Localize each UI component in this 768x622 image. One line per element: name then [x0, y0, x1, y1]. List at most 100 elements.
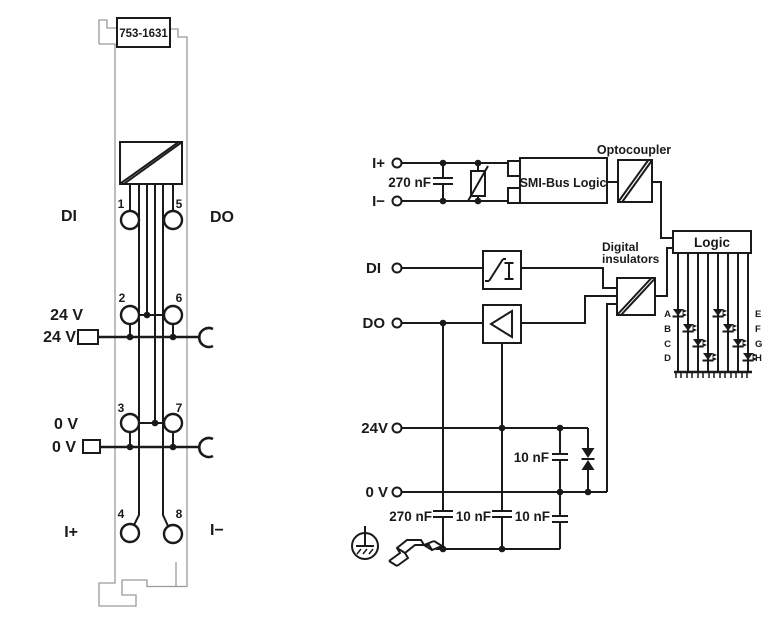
terminal-i-minus [391, 195, 403, 207]
label-sch-do: DO [363, 315, 386, 332]
led-e-icon [711, 308, 728, 318]
terminal-number-7: 7 [176, 401, 183, 415]
terminal-24v [391, 422, 403, 434]
terminal-5 [162, 209, 184, 231]
ramp-current-icon [485, 258, 514, 282]
terminal-number-3: 3 [118, 401, 125, 415]
label-sch-0v: 0 V [365, 484, 388, 501]
terminal-numbers: 1 5 2 6 3 7 4 8 [118, 197, 183, 521]
digital-insulators-block: Digital insulators [602, 240, 660, 316]
label-do: DO [210, 209, 234, 226]
part-number: 753-1631 [119, 28, 168, 40]
bus-0v-contact-arc [197, 436, 214, 459]
module-junction-dots [126, 311, 177, 451]
isolation-diagonal-2 [123, 141, 183, 185]
optocoupler-label: Optocoupler [597, 143, 671, 157]
functional-earth-icon [351, 526, 379, 560]
terminal-0v [391, 486, 403, 498]
terminal-6 [162, 304, 184, 326]
led-column-wires [677, 253, 749, 372]
di-filter-block [482, 250, 522, 290]
digital-insulators-label-2: insulators [602, 252, 660, 266]
label-i-plus: I+ [64, 524, 78, 541]
driver-triangle-icon [489, 309, 513, 339]
led-label-d: D [664, 353, 671, 364]
terminal-8 [162, 523, 184, 545]
led-b-icon [681, 323, 698, 333]
label-24v-bus: 24 V [43, 329, 76, 346]
label-cap-270nf-bottom: 270 nF [389, 509, 432, 524]
terminal-number-5: 5 [176, 197, 183, 211]
label-sch-di: DI [366, 260, 381, 277]
connector-0v [82, 439, 101, 454]
digital-insulators-label-1: Digital [602, 240, 639, 254]
terminal-7 [162, 412, 184, 434]
terminal-3 [119, 412, 141, 434]
terminal-i-plus [391, 157, 403, 169]
led-f-icon [721, 323, 738, 333]
terminal-number-2: 2 [119, 291, 126, 305]
led-symbols [671, 308, 758, 362]
terminal-do [391, 317, 403, 329]
din-rail-icon [388, 539, 443, 567]
label-0v-terminal: 0 V [54, 416, 78, 433]
tvs-diode [581, 448, 595, 470]
schematic-terminals [391, 157, 403, 498]
terminal-4 [119, 522, 141, 544]
terminal-number-1: 1 [118, 197, 125, 211]
terminal-1 [119, 209, 141, 231]
led-label-h: H [755, 353, 762, 364]
label-cap-10nf-mid: 10 nF [514, 450, 549, 465]
label-i-minus: I− [210, 522, 224, 539]
label-cap-10nf-bottom-2: 10 nF [515, 509, 550, 524]
led-letter-labels: A B C D E F G H [664, 309, 762, 364]
terminal-number-4: 4 [118, 507, 125, 521]
schematic-junction-dots [439, 159, 592, 553]
optocoupler-block: Optocoupler [597, 143, 671, 203]
led-label-g: G [755, 339, 762, 350]
connector-24v [77, 329, 99, 345]
label-cap-10nf-bottom-1: 10 nF [456, 509, 491, 524]
schematic-wires [402, 162, 673, 550]
terminal-number-8: 8 [176, 507, 183, 521]
led-a-icon [671, 308, 688, 318]
led-label-c: C [664, 339, 671, 350]
terminal-circles [119, 209, 184, 545]
label-0v-bus: 0 V [52, 439, 76, 456]
module-housing-outline [98, 28, 188, 607]
module-top-left-hook [98, 19, 117, 44]
led-d-icon [701, 352, 718, 362]
label-24v-terminal: 24 V [50, 307, 83, 324]
module-pictogram: 753-1631 [43, 17, 234, 607]
module-internal-wires [129, 184, 174, 527]
circuit-schematic: SMI-Bus Logic Optocoupler [351, 143, 762, 567]
bus-24v-contact-arc [197, 326, 214, 349]
schematic-labels: I+ I− DI DO 24V 0 V 270 nF 10 nF 270 nF … [361, 155, 550, 524]
power-jumper-buses [77, 326, 214, 459]
led-label-b: B [664, 324, 671, 335]
smi-bus-logic-block: SMI-Bus Logic [507, 157, 608, 204]
terminal-di [391, 262, 403, 274]
label-sch-i-plus: I+ [372, 155, 385, 172]
module-labels: DI DO 24 V 24 V 0 V 0 V I+ I− [43, 208, 234, 541]
label-di: DI [61, 208, 77, 225]
part-number-plate [116, 17, 171, 48]
logic-block: Logic [664, 230, 762, 378]
led-label-f: F [755, 324, 761, 335]
terminal-number-6: 6 [176, 291, 183, 305]
led-label-a: A [664, 309, 671, 320]
led-label-e: E [755, 309, 761, 320]
logic-label: Logic [694, 235, 730, 250]
led-bus-hatching [675, 373, 748, 378]
label-sch-i-minus: I− [372, 193, 385, 210]
varistor [467, 165, 489, 202]
terminal-2 [119, 304, 141, 326]
isolation-diagonal-1 [119, 141, 179, 185]
label-cap-270nf-top: 270 nF [388, 175, 431, 190]
label-sch-24v: 24V [361, 420, 388, 437]
do-driver-block [482, 304, 522, 344]
led-g-icon [731, 338, 748, 348]
smi-bus-logic-label: SMI-Bus Logic [520, 176, 607, 190]
